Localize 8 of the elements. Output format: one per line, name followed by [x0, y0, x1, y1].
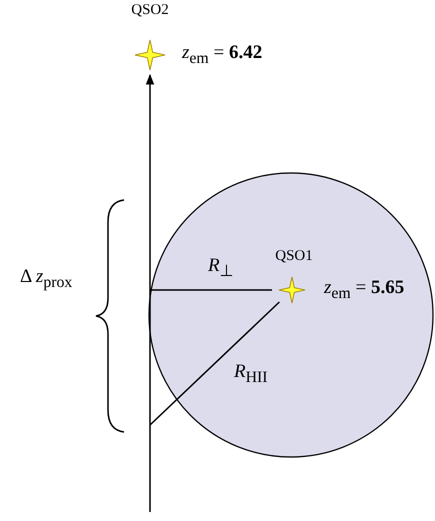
quasar-label: QSO1	[274, 248, 314, 265]
quasar-label: QSO2	[130, 2, 170, 19]
radius-line	[149, 301, 280, 426]
redshift-label: z$_{em}$ = 6.42	[182, 42, 262, 68]
sightline-arrow	[146, 74, 154, 512]
proximity-label: Δ z$_{prox}$	[20, 266, 72, 292]
redshift-label: z$_{em}$ = 5.65	[324, 277, 404, 303]
radius-line	[150, 289, 272, 291]
